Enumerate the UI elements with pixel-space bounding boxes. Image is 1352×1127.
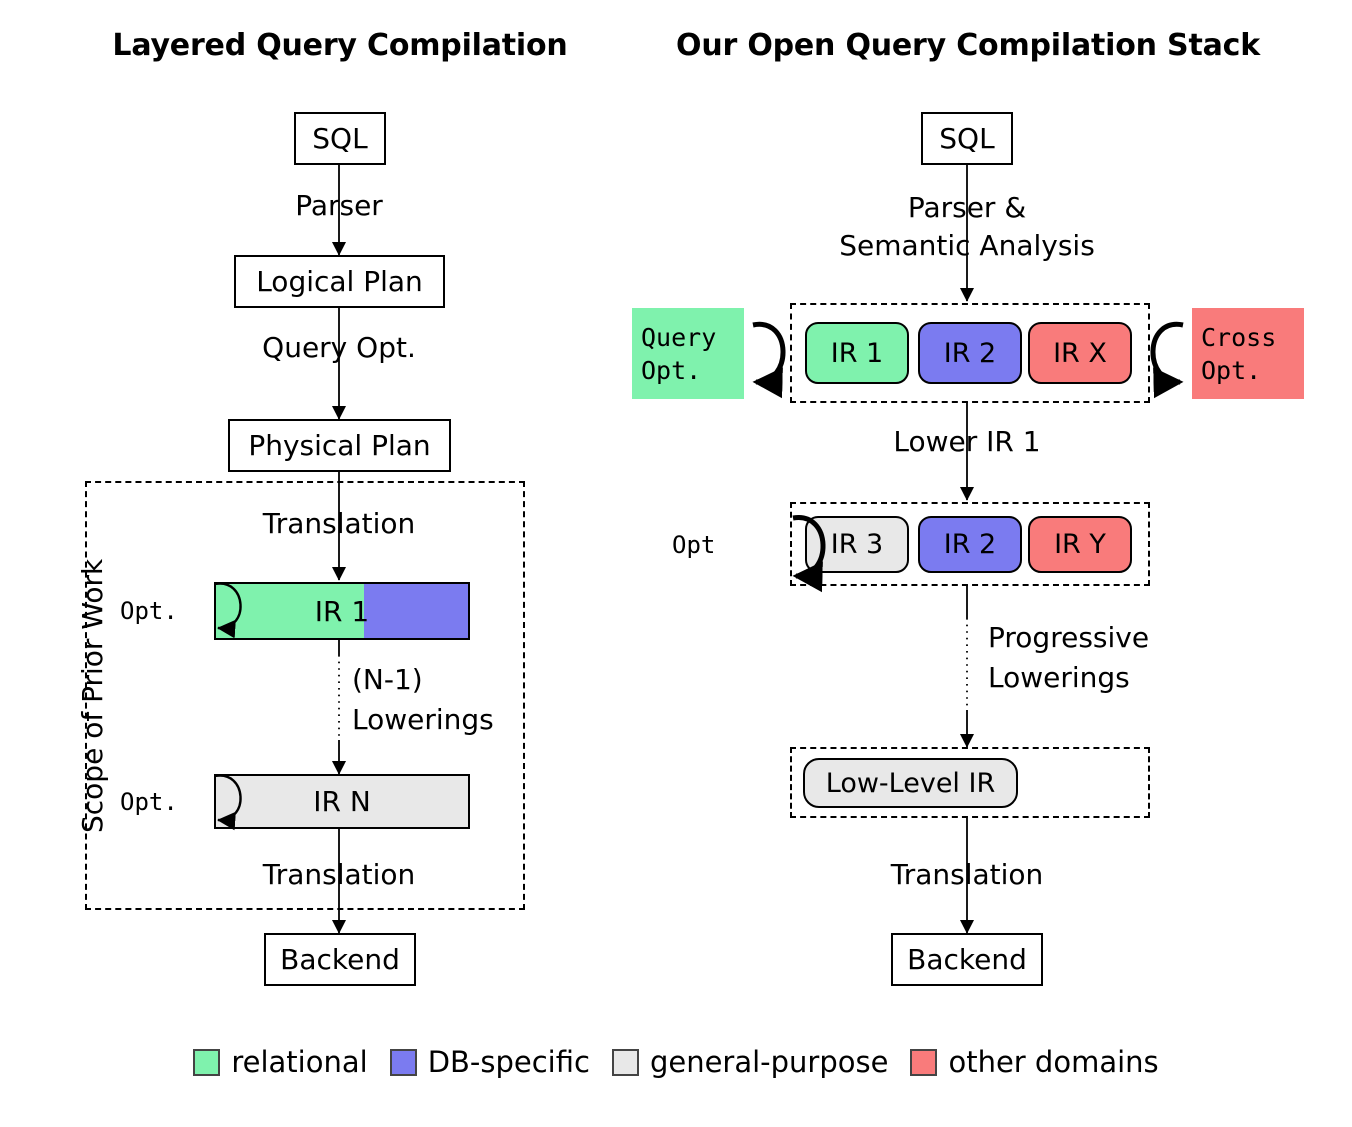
ir-group-top-box — [790, 303, 1150, 403]
query-opt-line1: Query — [641, 322, 717, 352]
legend-swatch-other-domains — [910, 1048, 938, 1076]
right-node-backend[interactable]: Backend — [891, 933, 1043, 986]
left-node-logical-plan[interactable]: Logical Plan — [234, 255, 445, 308]
right-pill-low-level-ir[interactable]: Low-Level IR — [803, 758, 1018, 808]
legend: relational DB-specific general-purpose o… — [0, 1045, 1352, 1079]
left-node-ir1[interactable]: IR 1 — [214, 582, 470, 640]
left-node-irn[interactable]: IR N — [214, 774, 470, 829]
left-node-irn-label: IR N — [313, 785, 371, 818]
left-edge-query-opt: Query Opt. — [262, 331, 416, 364]
left-column-title: Layered Query Compilation — [112, 28, 568, 63]
right-pill-irx[interactable]: IR X — [1028, 322, 1132, 384]
left-node-ir1-label: IR 1 — [314, 594, 370, 628]
right-node-sql[interactable]: SQL — [921, 112, 1013, 165]
right-opt-mid-label: Opt — [672, 531, 716, 559]
right-pill-ir3[interactable]: IR 3 — [805, 516, 909, 573]
legend-swatch-db-specific — [389, 1048, 417, 1076]
legend-swatch-relational — [193, 1048, 221, 1076]
left-edge-translation-top: Translation — [262, 507, 416, 540]
scope-of-prior-work-box — [85, 481, 525, 910]
query-opt-line2: Opt. — [641, 355, 702, 385]
right-edge-lower-ir1: Lower IR 1 — [893, 425, 1041, 458]
legend-item-db-specific: DB-specific — [389, 1045, 590, 1079]
ir-group-mid-box — [790, 502, 1150, 586]
right-pill-ir2-mid[interactable]: IR 2 — [918, 516, 1022, 573]
query-opt-block[interactable]: Query Opt. — [632, 308, 744, 399]
right-edge-progressive-line1: Progressive — [988, 621, 1150, 654]
right-edge-translation: Translation — [890, 858, 1044, 891]
legend-label-other-domains: other domains — [948, 1045, 1159, 1079]
left-node-backend[interactable]: Backend — [264, 933, 416, 986]
legend-item-other-domains: other domains — [910, 1045, 1159, 1079]
cross-opt-line2: Opt. — [1201, 355, 1262, 385]
left-edge-lowerings-line2: Lowerings — [352, 703, 494, 736]
left-opt-irn-label: Opt. — [120, 788, 178, 816]
left-edge-translation-bottom: Translation — [262, 858, 416, 891]
right-edge-parser-line2: Semantic Analysis — [839, 229, 1095, 262]
right-edge-progressive-line2: Lowerings — [988, 661, 1130, 694]
left-node-sql[interactable]: SQL — [294, 112, 386, 165]
cross-opt-block[interactable]: Cross Opt. — [1192, 308, 1304, 399]
right-column-title: Our Open Query Compilation Stack — [676, 28, 1260, 63]
left-edge-lowerings-line1: (N-1) — [352, 663, 423, 696]
legend-label-db-specific: DB-specific — [427, 1045, 590, 1079]
legend-item-general-purpose: general-purpose — [611, 1045, 889, 1079]
cross-opt-line1: Cross — [1201, 322, 1277, 352]
left-opt-ir1-label: Opt. — [120, 597, 178, 625]
right-pill-iry[interactable]: IR Y — [1028, 516, 1132, 573]
right-pill-ir1[interactable]: IR 1 — [805, 322, 909, 384]
legend-label-relational: relational — [231, 1045, 368, 1079]
scope-of-prior-work-label: Scope of Prior Work — [76, 558, 109, 833]
right-pill-ir2[interactable]: IR 2 — [918, 322, 1022, 384]
right-edge-parser-line1: Parser & — [907, 191, 1027, 224]
low-level-ir-group-box — [790, 747, 1150, 818]
legend-item-relational: relational — [193, 1045, 368, 1079]
legend-label-general-purpose: general-purpose — [649, 1045, 889, 1079]
legend-swatch-general-purpose — [611, 1048, 639, 1076]
left-edge-parser: Parser — [295, 189, 383, 222]
left-node-physical-plan[interactable]: Physical Plan — [228, 419, 451, 472]
